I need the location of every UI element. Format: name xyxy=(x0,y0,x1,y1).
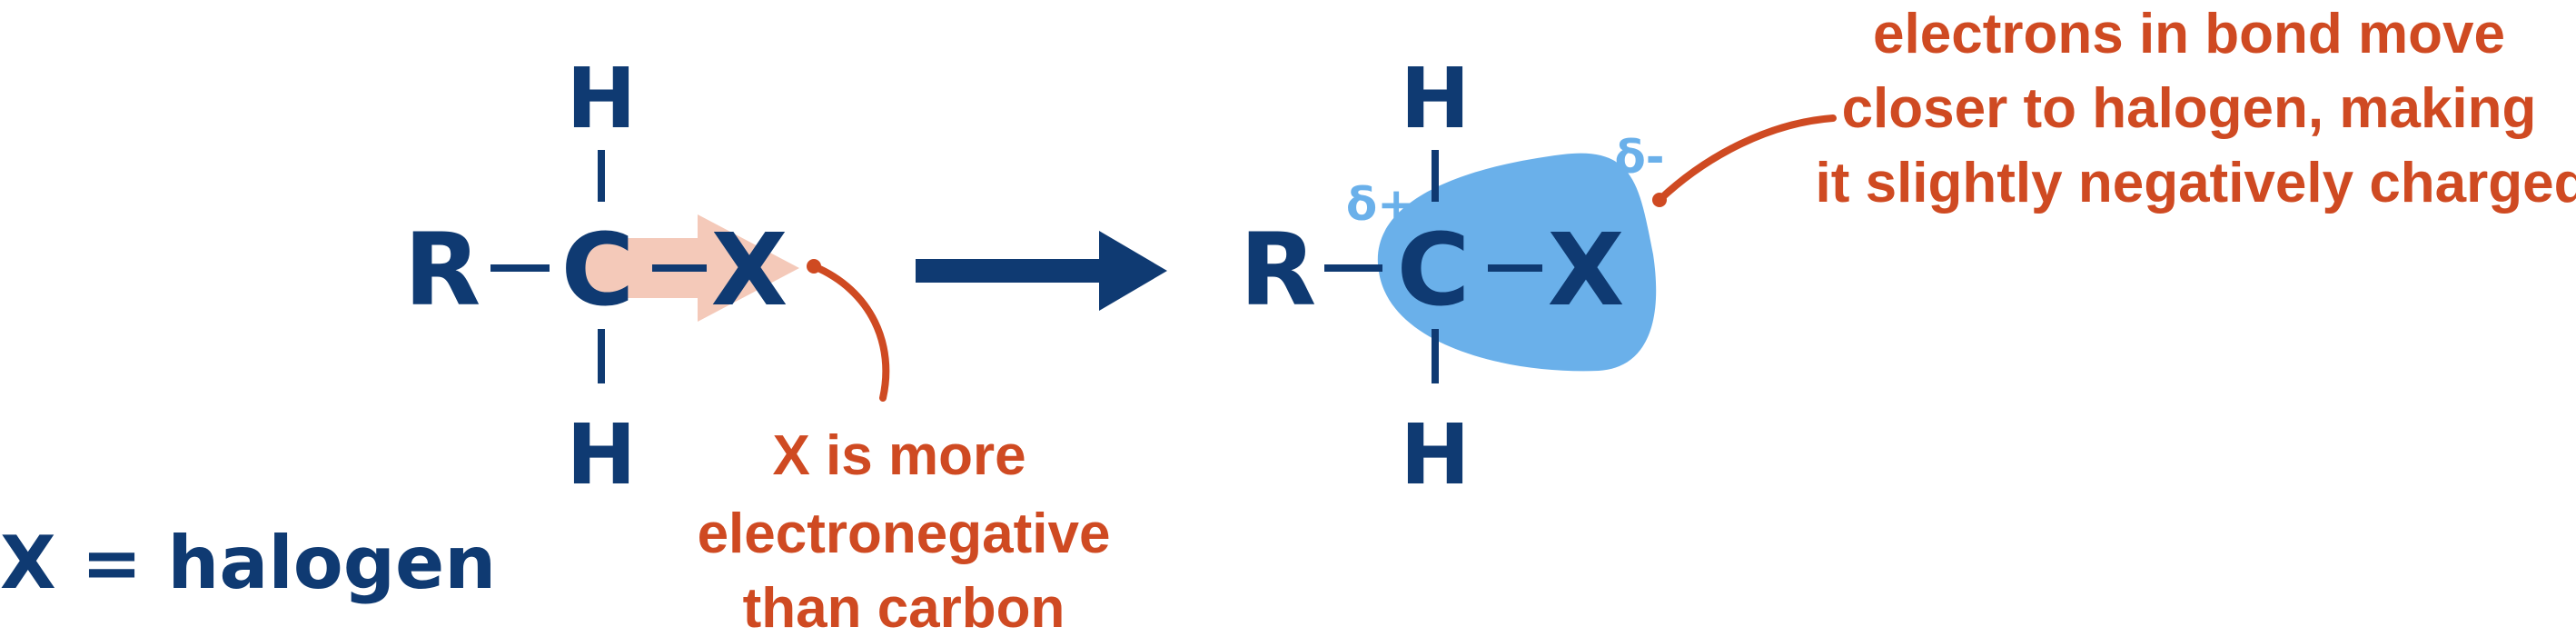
delta-minus-label: δ- xyxy=(1614,131,1664,184)
left-pointer-line xyxy=(810,263,890,402)
halogen-right: X xyxy=(1548,212,1625,328)
left-annotation: X is more electronegative than carbon xyxy=(698,424,1111,637)
right-pointer-line xyxy=(1656,114,1837,204)
hydrogen-top-left: H xyxy=(567,50,637,147)
delta-plus-label: δ+ xyxy=(1346,178,1415,231)
reaction-arrow-head xyxy=(1099,231,1167,311)
right-annotation-line-1: electrons in bond move xyxy=(1873,3,2505,65)
electron-cloud xyxy=(1377,153,1657,372)
reaction-arrow xyxy=(916,231,1167,311)
hydrogen-bottom-right: H xyxy=(1401,406,1471,503)
left-annotation-line-1: X is more xyxy=(772,424,1025,487)
reaction-arrow-shaft xyxy=(916,259,1106,283)
carbon-right: C xyxy=(1397,212,1471,328)
r-group-right: R xyxy=(1240,212,1317,328)
r-group-left: R xyxy=(404,212,481,328)
hydrogen-bottom-left: H xyxy=(567,406,637,503)
hydrogen-top-right: H xyxy=(1401,50,1471,147)
left-molecule: H R C X H xyxy=(404,50,799,503)
left-annotation-line-3: than carbon xyxy=(743,577,1065,637)
left-annotation-line-2: electronegative xyxy=(698,503,1111,565)
right-molecule: H R C X H δ+ δ- xyxy=(1240,50,1665,503)
halogen-left: X xyxy=(711,212,788,328)
halogen-legend: X = halogen xyxy=(0,521,496,605)
carbon-left: C xyxy=(561,212,635,328)
right-annotation: electrons in bond move closer to halogen… xyxy=(1815,3,2576,214)
right-annotation-line-2: closer to halogen, making xyxy=(1842,77,2537,140)
right-annotation-line-3: it slightly negatively charged xyxy=(1815,152,2576,214)
